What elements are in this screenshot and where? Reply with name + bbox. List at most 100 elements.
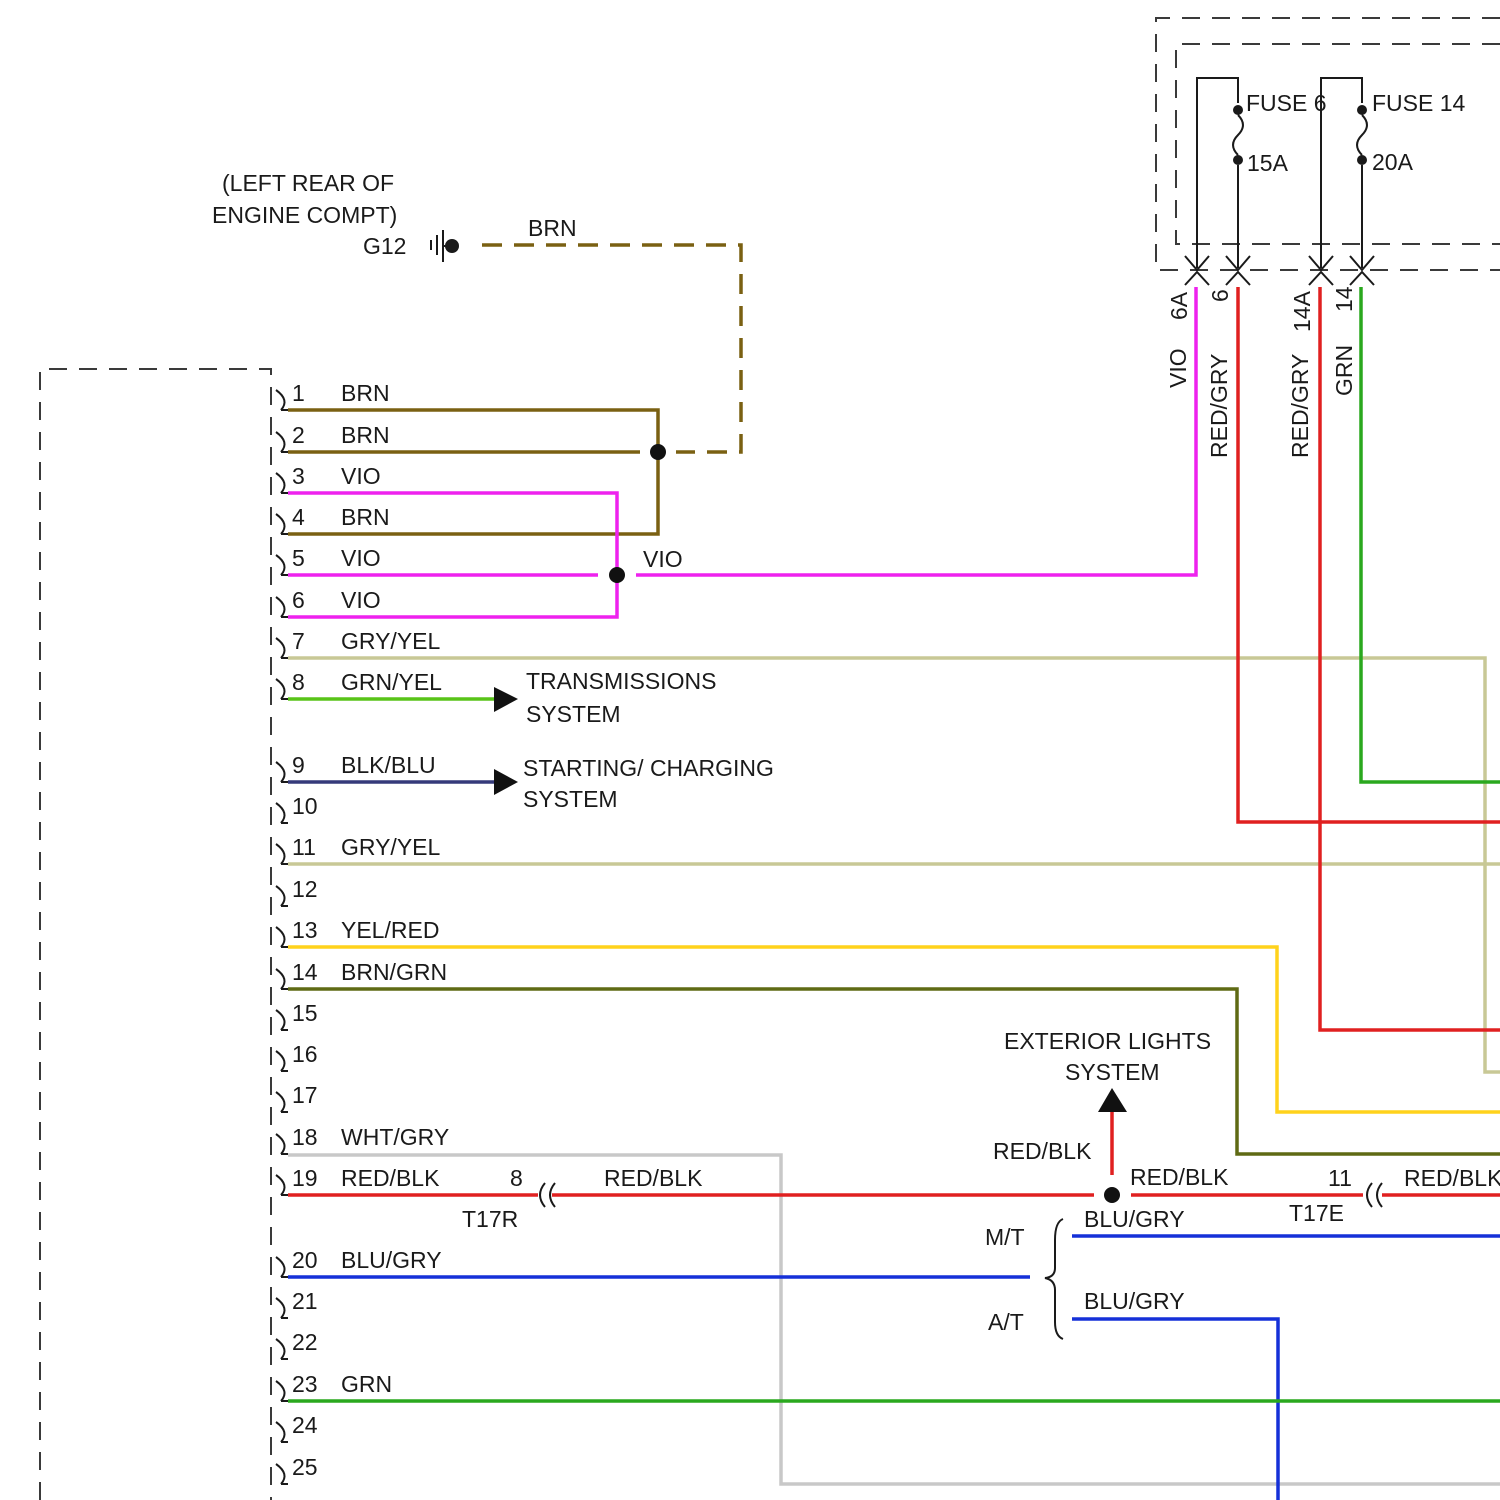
pin-terminal-mark <box>276 679 288 699</box>
connector-pin-22: 22 <box>276 1329 318 1359</box>
fuse-wire-red-gry-2: RED/GRY <box>1287 354 1313 458</box>
connector-pin-9: 9 BLK/BLU <box>276 752 436 782</box>
pin-number: 17 <box>292 1082 318 1108</box>
option-mt-wire: BLU/GRY <box>1084 1206 1185 1232</box>
starting-system-line1: STARTING/ CHARGING <box>523 755 774 781</box>
wire-fuse6-red-gry <box>1238 287 1500 822</box>
ground-location-line2: ENGINE COMPT) <box>212 202 397 228</box>
connector-pin-13: 13YEL/RED <box>276 917 439 947</box>
fuse-box-outer <box>1156 18 1500 270</box>
connector-pin-5: 5 VIO <box>276 545 381 575</box>
option-at-label: A/T <box>988 1309 1024 1335</box>
pin-terminal-mark <box>276 432 288 452</box>
connector-t17r-name: T17R <box>462 1206 518 1232</box>
wire-pin14-brn-grn <box>288 989 1500 1154</box>
exterior-arrow-icon <box>1098 1088 1127 1112</box>
exterior-system-line1: EXTERIOR LIGHTS <box>1004 1028 1211 1054</box>
pin-number: 25 <box>292 1454 318 1480</box>
wire-pin3-vio <box>288 493 617 617</box>
connector-t17e-icon <box>1367 1183 1382 1207</box>
exterior-right-wire-label: RED/BLK <box>1130 1164 1229 1190</box>
fuse-14-rating: 20A <box>1372 149 1414 175</box>
connector-t17r-pin: 8 <box>510 1165 523 1191</box>
wire-pin13-yel-red <box>288 947 1500 1112</box>
connector-t17e-pin: 11 <box>1328 1165 1352 1191</box>
pin-terminal-mark <box>276 597 288 617</box>
connector-pin-16: 16 <box>276 1041 318 1071</box>
pin-wire-color-label: BLK/BLU <box>341 752 436 778</box>
connector-t17e-name: T17E <box>1289 1200 1344 1226</box>
pin-number: 21 <box>292 1288 318 1314</box>
pin-wire-color-label: YEL/RED <box>341 917 439 943</box>
fuse-terminal-14: 14 <box>1331 286 1357 312</box>
pin-number: 9 <box>292 752 305 778</box>
pin-number: 15 <box>292 1000 318 1026</box>
pin-terminal-mark <box>276 1092 288 1112</box>
pin-wire-color-label: VIO <box>341 463 381 489</box>
transmission-system-line1: TRANSMISSIONS <box>526 668 716 694</box>
pin-number: 6 <box>292 587 305 613</box>
wire-at-blu-gry <box>1072 1319 1278 1500</box>
pin-terminal-mark <box>276 927 288 947</box>
pin-number: 3 <box>292 463 305 489</box>
pin-wire-color-label: GRN <box>341 1371 392 1397</box>
pin-number: 4 <box>292 504 305 530</box>
pin-terminal-mark <box>276 886 288 906</box>
starting-arrow-icon <box>494 769 518 795</box>
fuse-terminal-6a: 6A <box>1166 291 1192 320</box>
pin-terminal-mark <box>276 473 288 493</box>
connector-pin-21: 21 <box>276 1288 318 1318</box>
pin-number: 23 <box>292 1371 318 1397</box>
pin-terminal-mark <box>276 390 288 410</box>
connector-pin-3: 3 VIO <box>276 463 381 493</box>
pin-number: 11 <box>292 834 316 860</box>
connector-t17r-wire: RED/BLK <box>604 1165 703 1191</box>
pin-terminal-mark <box>276 1175 288 1195</box>
splice-red-blk <box>1104 1187 1120 1203</box>
pin-number: 8 <box>292 669 305 695</box>
connector-pin-8: 8GRN/YEL <box>276 669 442 699</box>
ground-symbol-icon <box>431 230 459 262</box>
pin-number: 16 <box>292 1041 318 1067</box>
pin-wire-color-label: BRN <box>341 380 390 406</box>
fuse-box-inner <box>1176 44 1500 244</box>
pin-terminal-mark <box>276 555 288 575</box>
fuse-terminal-6: 6 <box>1207 289 1233 302</box>
pin-terminal-mark <box>276 1257 288 1277</box>
pin-number: 18 <box>292 1124 318 1150</box>
pin-terminal-mark <box>276 1339 288 1359</box>
pin-terminal-mark <box>276 1464 288 1484</box>
pin-terminal-mark <box>276 803 288 823</box>
pin-number: 5 <box>292 545 305 571</box>
pin-number: 20 <box>292 1247 318 1273</box>
ground-location-line1: (LEFT REAR OF <box>222 170 394 196</box>
pin-wire-color-label: BRN <box>341 422 390 448</box>
pin-number: 1 <box>292 380 305 406</box>
pin-terminal-mark <box>276 1381 288 1401</box>
pin-wire-color-label: BRN/GRN <box>341 959 447 985</box>
pin-number: 10 <box>292 793 318 819</box>
wire-ground-brn <box>482 245 741 452</box>
pin-terminal-mark <box>276 762 288 782</box>
exterior-system-line2: SYSTEM <box>1065 1059 1160 1085</box>
wire-vio-to-fuse <box>636 287 1196 575</box>
pin-number: 7 <box>292 628 305 654</box>
splice-vio <box>609 567 625 583</box>
exterior-up-wire-label: RED/BLK <box>993 1138 1092 1164</box>
fuse-terminal-14a: 14A <box>1289 290 1315 332</box>
pin-terminal-mark <box>276 844 288 864</box>
pin-terminal-mark <box>276 1010 288 1030</box>
pin-number: 22 <box>292 1329 318 1355</box>
transmission-arrow-icon <box>494 687 518 712</box>
pin-terminal-mark <box>276 1422 288 1442</box>
connector-pin-10: 10 <box>276 793 318 823</box>
pin-wire-color-label: VIO <box>341 545 381 571</box>
starting-system-line2: SYSTEM <box>523 786 618 812</box>
pin-wire-color-label: VIO <box>341 587 381 613</box>
option-mt-label: M/T <box>985 1224 1025 1250</box>
